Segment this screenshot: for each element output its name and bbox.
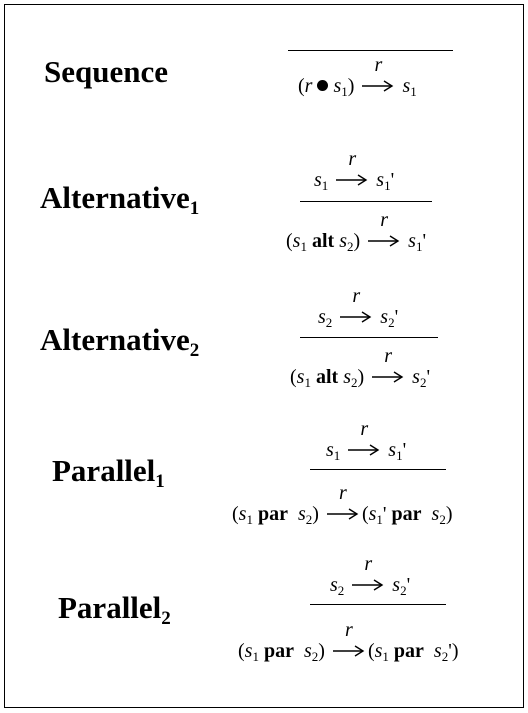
conclusion-parallel-1: (s1 par s2) r(s1' par s2) xyxy=(232,482,453,527)
diagram-frame xyxy=(4,4,524,708)
transition-arrow-icon: r xyxy=(362,55,394,93)
premise-alternative-2: s2 r s2' xyxy=(318,285,399,330)
premise-parallel-2: s2 r s2' xyxy=(330,553,411,598)
rule-name-alternative-1: Alternative1 xyxy=(40,180,200,219)
transition-arrow-icon: r xyxy=(332,620,365,658)
conclusion-alternative-2: (s1 alt s2) r s2' xyxy=(290,345,431,390)
inference-line-parallel-1 xyxy=(310,469,446,470)
transition-arrow-icon: r xyxy=(372,346,404,384)
transition-arrow-icon: r xyxy=(352,554,384,592)
sequence-dot-icon xyxy=(317,80,329,91)
transition-arrow-icon: r xyxy=(348,419,380,457)
rule-name-parallel-1: Parallel1 xyxy=(52,453,165,492)
transition-arrow-icon: r xyxy=(336,149,368,187)
rule-name-sequence: Sequence xyxy=(44,54,168,89)
transition-arrow-icon: r xyxy=(326,483,359,521)
transition-arrow-icon: r xyxy=(368,210,400,248)
rule-name-alternative-2: Alternative2 xyxy=(40,322,200,361)
inference-line-alternative-2 xyxy=(300,337,438,338)
inference-line-sequence xyxy=(288,50,453,51)
rule-name-parallel-2: Parallel2 xyxy=(58,590,171,629)
transition-arrow-icon: r xyxy=(340,286,372,324)
premise-alternative-1: s1 r s1' xyxy=(314,148,395,193)
premise-parallel-1: s1 r s1' xyxy=(326,418,407,463)
inference-line-alternative-1 xyxy=(300,201,432,202)
conclusion-alternative-1: (s1 alt s2) r s1' xyxy=(286,209,427,254)
conclusion-parallel-2: (s1 par s2) r(s1 par s2') xyxy=(238,619,459,664)
inference-line-parallel-2 xyxy=(310,604,446,605)
